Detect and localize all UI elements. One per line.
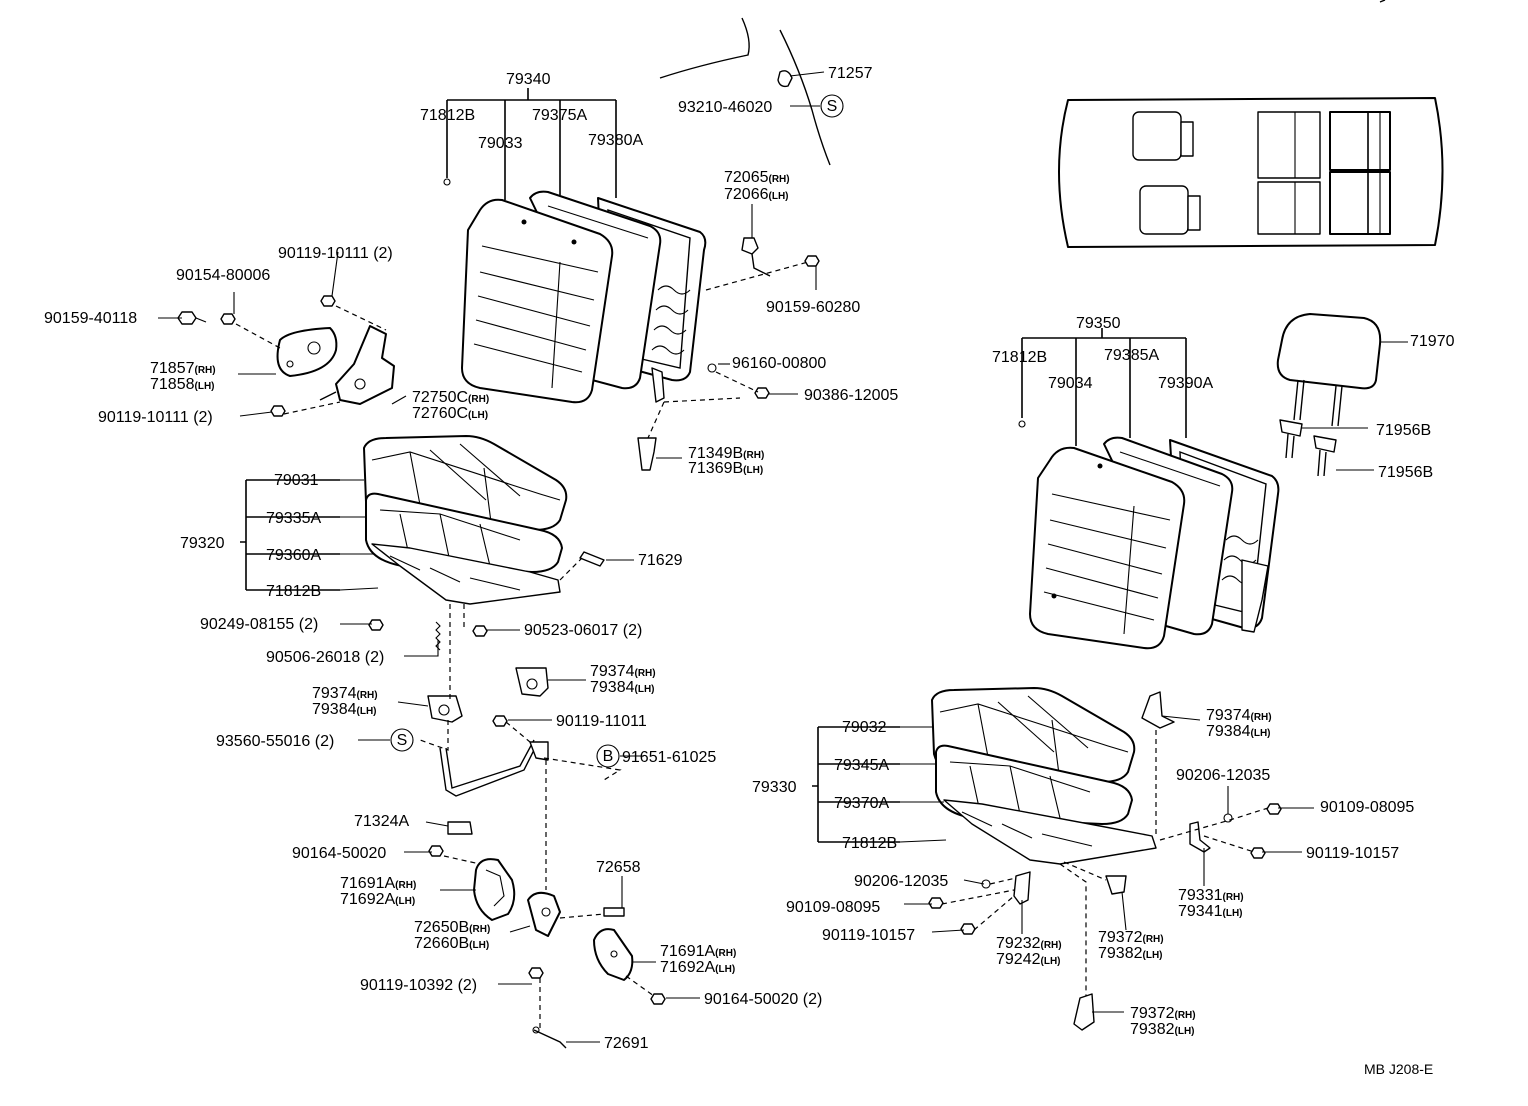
label-71257: 71257 — [828, 65, 873, 82]
label-79345A: 79345A — [834, 757, 889, 774]
label-90206-12035-right: 90206-12035 — [1176, 767, 1270, 784]
label-71324A: 71324A — [354, 813, 409, 830]
label-90523-06017: 90523-06017 (2) — [524, 622, 642, 639]
label-79033: 79033 — [478, 135, 523, 152]
body-contour-lines — [659, 0, 1386, 166]
label-79382-lower: 79382(LH) — [1130, 1021, 1195, 1038]
label-71369B: 71369B(LH) — [688, 460, 763, 477]
label-79374-right: 79374(RH) — [1206, 707, 1272, 724]
label-90164-50020-left: 90164-50020 — [292, 845, 386, 862]
label-79384-lower: 79384(LH) — [312, 701, 377, 718]
label-79382-upper: 79382(LH) — [1098, 945, 1163, 962]
label-79340: 79340 — [506, 71, 551, 88]
label-79384-right: 79384(LH) — [1206, 723, 1271, 740]
label-90119-10392: 90119-10392 (2) — [360, 977, 477, 994]
label-79320: 79320 — [180, 535, 225, 552]
left-cushion-mounts — [240, 479, 666, 1049]
label-90159-60280: 90159-60280 — [766, 299, 860, 316]
part-labels: 79340 71812B 79033 79375A 79380A 71257 9… — [44, 65, 1455, 1077]
label-79380A: 79380A — [588, 132, 643, 149]
label-72660B: 72660B(LH) — [414, 935, 489, 952]
label-72066: 72066(LH) — [724, 186, 789, 203]
label-90159-40118: 90159-40118 — [44, 310, 137, 327]
label-72650B: 72650B(RH) — [414, 919, 490, 936]
label-91651-61025: 91651-61025 — [622, 749, 716, 766]
label-79360A: 79360A — [266, 547, 321, 564]
label-79031: 79031 — [274, 472, 319, 489]
diagram-code: MB J208-E — [1364, 1061, 1433, 1077]
label-72760C: 72760C(LH) — [412, 405, 488, 422]
left-cushion-connectors — [419, 557, 655, 1028]
label-90206-12035-left: 90206-12035 — [854, 873, 948, 890]
label-90109-08095-left: 90109-08095 — [786, 899, 880, 916]
label-71857: 71857(RH) — [150, 360, 216, 377]
label-79375A: 79375A — [532, 107, 587, 124]
left-seat-cushion — [363, 435, 605, 651]
right-cushion-connectors — [941, 730, 1269, 996]
label-90164-50020-right: 90164-50020 (2) — [704, 991, 822, 1008]
label-71970: 71970 — [1410, 333, 1455, 350]
label-96160-00800: 96160-00800 — [732, 355, 826, 372]
left-back-connectors — [235, 261, 809, 439]
label-79385A: 79385A — [1104, 347, 1159, 364]
label-90119-10157-right: 90119-10157 — [1306, 845, 1399, 862]
label-90119-11011: 90119-11011 — [556, 713, 647, 730]
label-71692A-right: 71692A(LH) — [660, 959, 735, 976]
label-71812B-right-back: 71812B — [992, 349, 1047, 366]
seat-layout-inset — [1058, 97, 1444, 248]
label-72065: 72065(RH) — [724, 169, 790, 186]
label-79372-lower: 79372(RH) — [1130, 1005, 1196, 1022]
label-71629: 71629 — [638, 552, 683, 569]
label-90506-26018: 90506-26018 (2) — [266, 649, 384, 666]
label-71812B-right-cushion: 71812B — [842, 835, 897, 852]
right-seat-cushion — [812, 687, 1282, 1031]
label-79350: 79350 — [1076, 315, 1121, 332]
label-90119-10157-left: 90119-10157 — [822, 927, 915, 944]
label-79335A: 79335A — [266, 510, 321, 527]
label-71349B: 71349B(RH) — [688, 445, 764, 462]
symbol-s-top: S — [827, 98, 838, 115]
label-90109-08095-right: 90109-08095 — [1320, 799, 1414, 816]
label-71692A-left: 71692A(LH) — [340, 891, 415, 908]
label-79242: 79242(LH) — [996, 951, 1061, 968]
label-79372-upper: 79372(RH) — [1098, 929, 1164, 946]
label-90249-08155: 90249-08155 (2) — [200, 616, 318, 633]
label-79034: 79034 — [1048, 375, 1093, 392]
label-79384-upper: 79384(LH) — [590, 679, 655, 696]
label-79374-upper: 79374(RH) — [590, 663, 656, 680]
label-90119-10111-top: 90119-10111 (2) — [278, 245, 393, 262]
symbol-b: B — [603, 748, 614, 765]
label-79390A: 79390A — [1158, 375, 1213, 392]
label-79331: 79331(RH) — [1178, 887, 1244, 904]
label-71956B-lower: 71956B — [1378, 464, 1433, 481]
label-79374-lower: 79374(RH) — [312, 685, 378, 702]
label-90119-10111-bottom: 90119-10111 (2) — [98, 409, 213, 426]
right-seat-back — [1018, 313, 1382, 650]
label-90386-12005: 90386-12005 — [804, 387, 898, 404]
label-71812B-left-back: 71812B — [420, 107, 475, 124]
label-72750C: 72750C(RH) — [412, 389, 489, 406]
label-90154-80006: 90154-80006 — [176, 267, 270, 284]
label-79032: 79032 — [842, 719, 887, 736]
label-71956B-upper: 71956B — [1376, 422, 1431, 439]
label-71691A-left: 71691A(RH) — [340, 875, 416, 892]
label-72691: 72691 — [604, 1035, 649, 1052]
label-71812B-left-cushion: 71812B — [266, 583, 321, 600]
symbol-s-left: S — [397, 732, 408, 749]
left-recliner-parts — [177, 70, 820, 471]
label-72658: 72658 — [596, 859, 641, 876]
label-71858: 71858(LH) — [150, 376, 215, 393]
circled-symbols: S S B — [390, 94, 844, 768]
label-71691A-right: 71691A(RH) — [660, 943, 736, 960]
left-seat-back — [443, 88, 707, 404]
label-79232: 79232(RH) — [996, 935, 1062, 952]
label-93210-46020: 93210-46020 — [678, 99, 772, 116]
label-79341: 79341(LH) — [1178, 903, 1243, 920]
label-93560-55016: 93560-55016 (2) — [216, 733, 334, 750]
label-79330: 79330 — [752, 779, 797, 796]
leader-lines — [158, 71, 1408, 1043]
label-79370A: 79370A — [834, 795, 889, 812]
